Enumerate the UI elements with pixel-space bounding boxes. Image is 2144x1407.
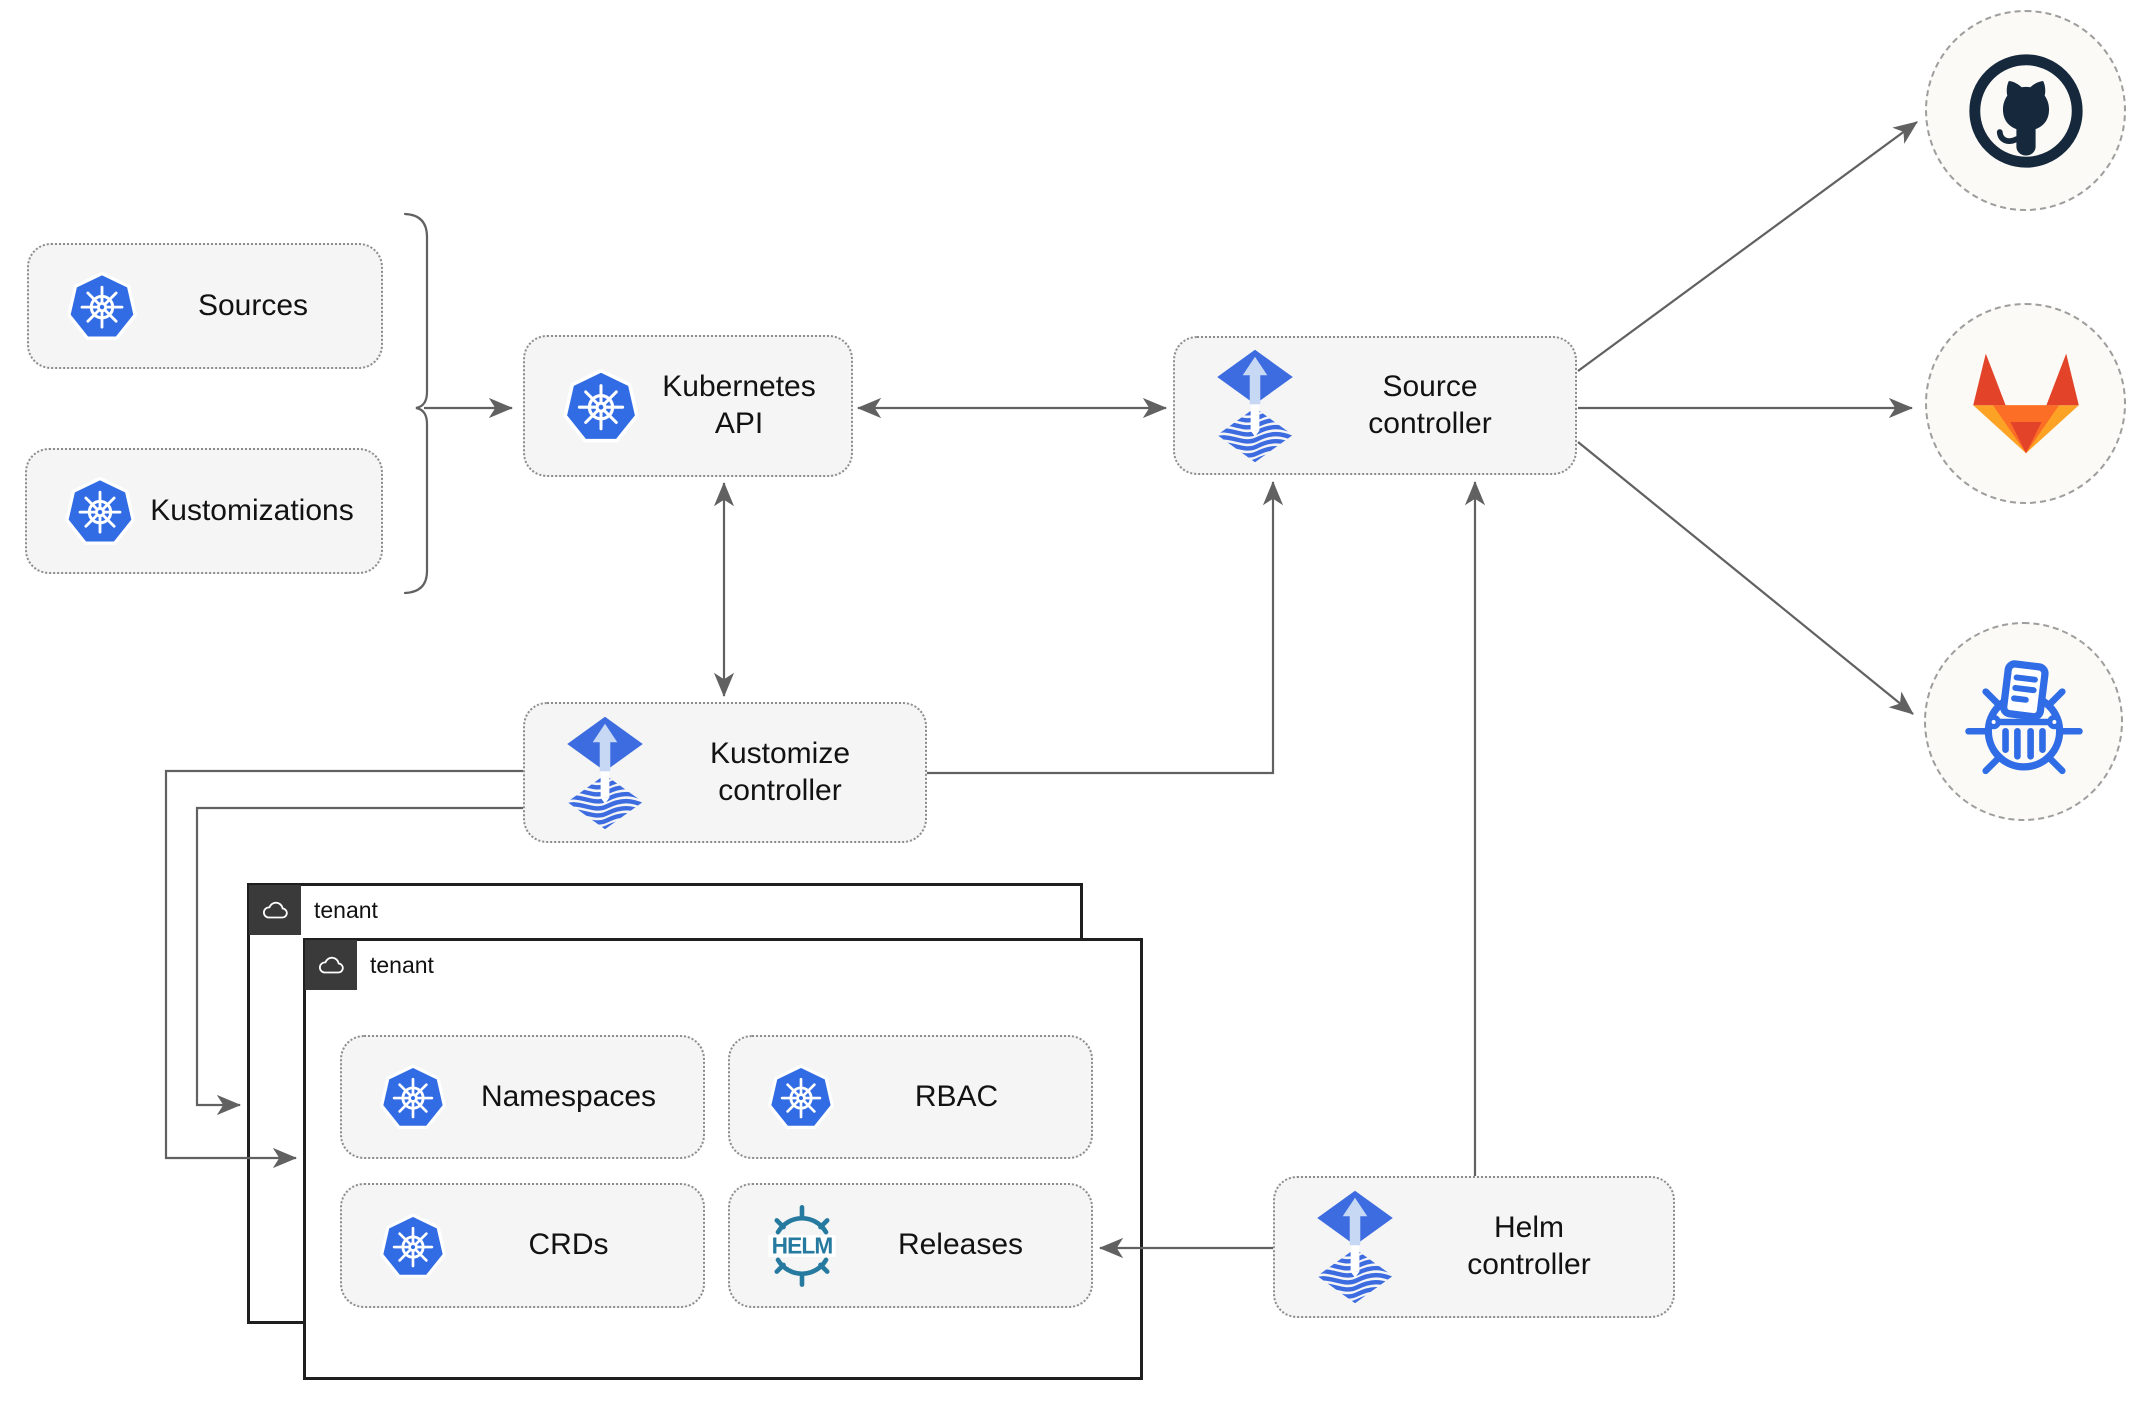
- node-rbac: RBAC: [728, 1035, 1093, 1159]
- flux-icon: [1211, 348, 1299, 464]
- node-rbac-label: RBAC: [914, 1079, 999, 1113]
- external-github: [1925, 10, 2126, 211]
- flux-icon: [561, 715, 649, 831]
- kubernetes-icon: [63, 474, 137, 548]
- node-namespaces: Namespaces: [340, 1035, 705, 1159]
- tenant-box-inner: tenant: [303, 938, 1143, 1380]
- node-crds: CRDs: [340, 1183, 705, 1308]
- external-chartmuseum: [1924, 622, 2123, 821]
- cloud-icon: [260, 899, 290, 922]
- edge-source-to-github: [1577, 121, 1918, 372]
- node-releases: Releases: [728, 1183, 1093, 1308]
- node-releases-label: Releases: [897, 1228, 1024, 1262]
- tenant-outer-label: tenant: [314, 897, 378, 923]
- node-kustomize-controller-label: Kustomize controller: [709, 736, 851, 807]
- node-kustomizations-label: Kustomizations: [150, 493, 354, 527]
- node-kustomize-controller: Kustomize controller: [523, 702, 927, 843]
- node-source-controller-label: Source controller: [1368, 369, 1492, 440]
- flux-icon: [1311, 1189, 1399, 1305]
- cloud-icon: [316, 954, 346, 977]
- node-kubernetes-api-label: Kubernetes API: [662, 370, 816, 440]
- node-crds-label: CRDs: [528, 1228, 609, 1262]
- edge-source-to-chartmuseum: [1577, 441, 1914, 715]
- node-sources: Sources: [27, 243, 383, 369]
- tenant-inner-label: tenant: [370, 952, 434, 978]
- node-kustomizations: Kustomizations: [25, 448, 383, 574]
- tenant-outer-tab: [249, 885, 301, 935]
- kubernetes-icon: [65, 269, 139, 343]
- kubernetes-icon: [378, 1211, 448, 1281]
- kubernetes-icon: [561, 366, 641, 446]
- node-kubernetes-api: Kubernetes API: [523, 335, 853, 477]
- helm-icon: [760, 1204, 844, 1288]
- kubernetes-icon: [766, 1062, 836, 1132]
- kubernetes-icon: [378, 1062, 448, 1132]
- edge-kustomize-to-source-controller: [927, 480, 1284, 775]
- gitlab-icon: [1966, 350, 2086, 458]
- bracket-sources-group: [403, 212, 429, 595]
- tenant-inner-tab: [305, 940, 357, 990]
- chartmuseum-icon: [1958, 656, 2090, 788]
- node-helm-controller-label: Helm controller: [1467, 1211, 1591, 1281]
- node-namespaces-label: Namespaces: [480, 1079, 657, 1113]
- node-helm-controller: Helm controller: [1273, 1176, 1675, 1318]
- node-sources-label: Sources: [197, 288, 309, 322]
- github-icon: [1962, 47, 2090, 175]
- external-gitlab: [1925, 303, 2126, 504]
- node-source-controller: Source controller: [1173, 336, 1577, 475]
